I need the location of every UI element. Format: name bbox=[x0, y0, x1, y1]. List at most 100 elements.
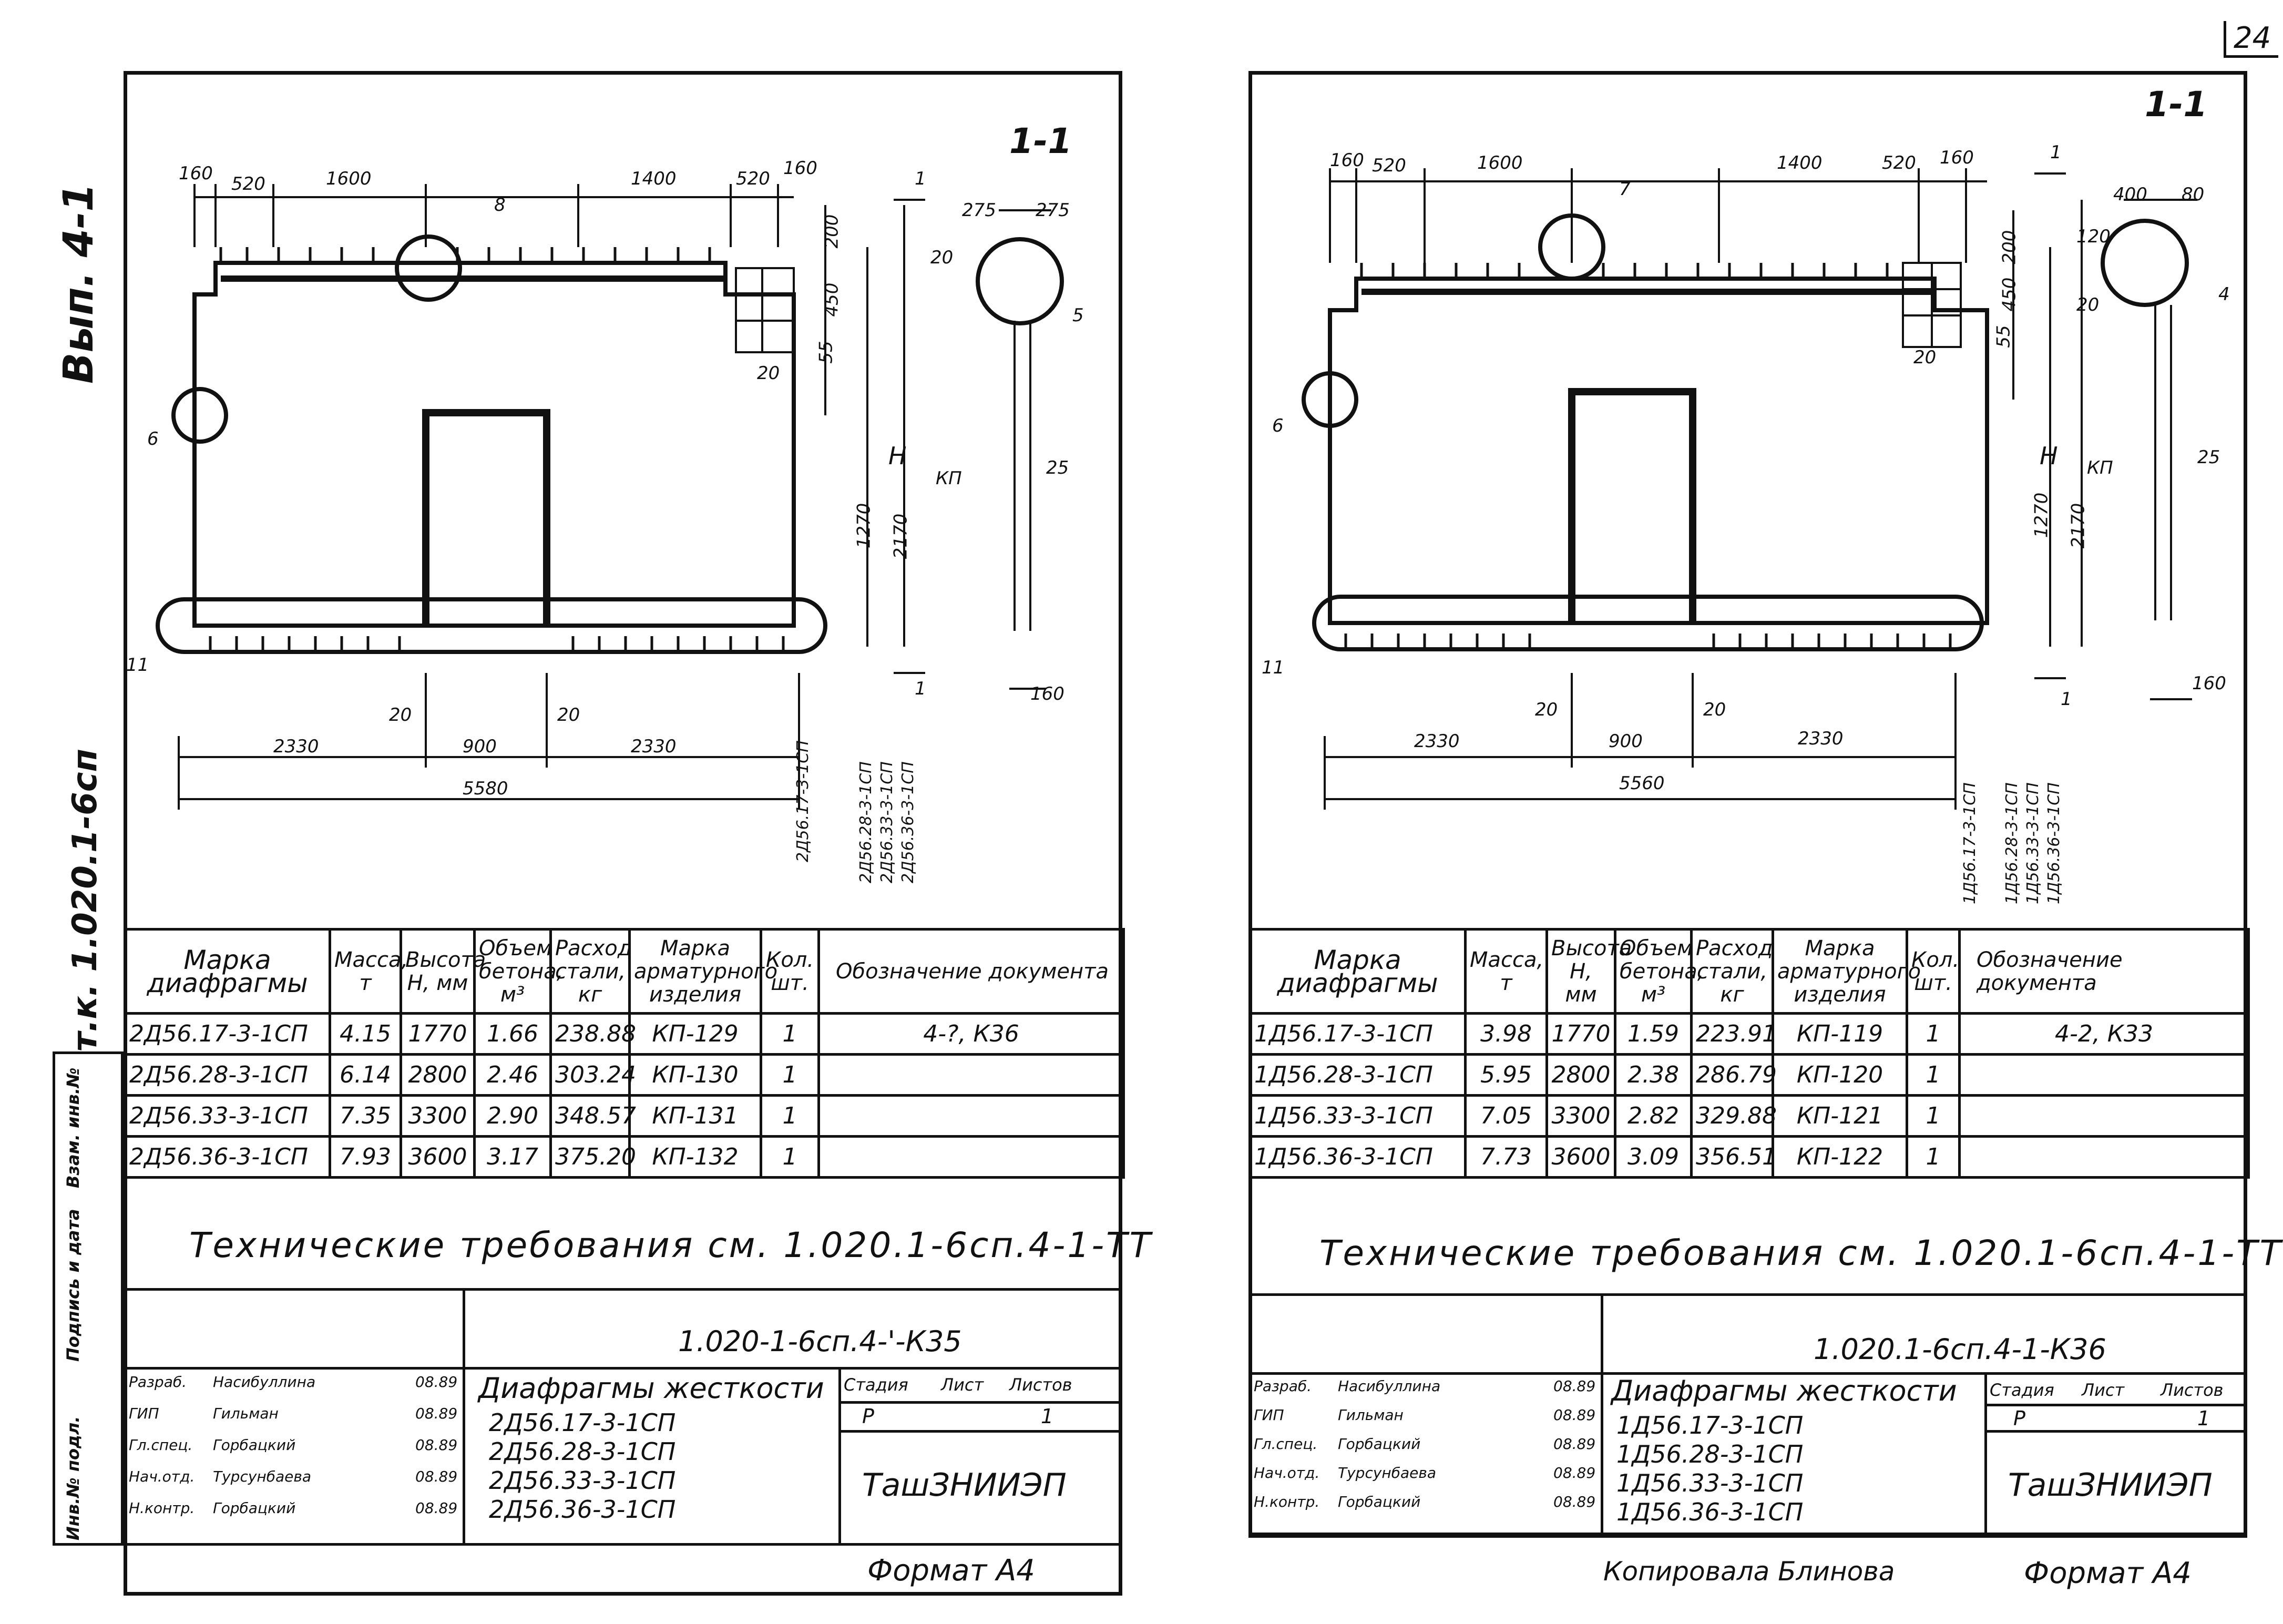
name: Гильман bbox=[213, 1405, 279, 1422]
sheet-left-frame bbox=[124, 71, 1122, 1596]
date: 08.89 bbox=[415, 1373, 458, 1391]
table-cell: 223.91 bbox=[1690, 1012, 1777, 1056]
dim-bottom: 900 bbox=[1609, 731, 1643, 752]
table-cell: 7.93 bbox=[329, 1135, 402, 1179]
table-cell: 356.51 bbox=[1690, 1135, 1777, 1179]
table-cell: 3600 bbox=[1545, 1135, 1616, 1179]
date: 08.89 bbox=[1553, 1464, 1596, 1482]
doc-code: 1.020-1-6сп.4-'-К35 bbox=[678, 1325, 962, 1358]
table-cell: КП-120 bbox=[1772, 1053, 1908, 1097]
table-cell: 2800 bbox=[1545, 1053, 1616, 1097]
role: Разраб. bbox=[129, 1373, 187, 1391]
col-header: Высота Н, мм bbox=[1545, 928, 1632, 1015]
title-mark: 2Д56.33-3-1СП bbox=[489, 1466, 676, 1495]
date: 08.89 bbox=[1553, 1377, 1596, 1395]
side-dim: 400 bbox=[2113, 184, 2147, 205]
side-dim: 160 bbox=[2192, 673, 2226, 694]
page-number: 24 bbox=[2224, 21, 2279, 58]
table-cell: 1Д56.36-3-1СП bbox=[1248, 1135, 1467, 1179]
callout: 1 bbox=[2050, 142, 2062, 163]
doc-code: 1.020.1-6сп.4-1-К36 bbox=[1814, 1333, 2106, 1366]
side-dim: 25 bbox=[1046, 457, 1069, 478]
dim-right: 450 bbox=[1999, 277, 2020, 312]
divider bbox=[838, 1401, 1122, 1404]
title-mark: 1Д56.36-3-1СП bbox=[1616, 1498, 1804, 1526]
role: Разраб. bbox=[1254, 1377, 1312, 1395]
table-cell bbox=[817, 1094, 1125, 1138]
dim-right: 1270 bbox=[2031, 492, 2052, 538]
table-cell: 238.88 bbox=[549, 1012, 636, 1056]
dim-top: 520 bbox=[736, 168, 770, 189]
table-cell bbox=[1958, 1053, 2250, 1097]
table-cell: 5.95 bbox=[1464, 1053, 1548, 1097]
table-cell: 1.59 bbox=[1614, 1012, 1693, 1056]
table-cell: 303.24 bbox=[549, 1053, 636, 1097]
date: 08.89 bbox=[1553, 1493, 1596, 1510]
format-label: Формат А4 bbox=[867, 1554, 1035, 1588]
title-mark: 1Д56.28-3-1СП bbox=[1616, 1440, 1804, 1468]
col-header: Обозначение документа bbox=[1958, 928, 2250, 1015]
name: Турсунбаева bbox=[213, 1468, 312, 1485]
table-cell: КП-121 bbox=[1772, 1094, 1908, 1138]
callout: 4 bbox=[2218, 284, 2230, 305]
role: ГИП bbox=[1254, 1406, 1284, 1424]
table-cell: 3.09 bbox=[1614, 1135, 1693, 1179]
role: ГИП bbox=[129, 1405, 159, 1422]
dim-right: 55 bbox=[1993, 325, 2014, 348]
side-dim: 120 bbox=[2076, 226, 2111, 247]
table-cell: КП-129 bbox=[628, 1012, 762, 1056]
date: 08.89 bbox=[415, 1468, 458, 1485]
organization: ТашЗНИИЭП bbox=[2008, 1467, 2213, 1504]
table-cell: 2Д56.36-3-1СП bbox=[124, 1135, 331, 1179]
dim-top: 520 bbox=[231, 173, 265, 195]
table-cell: 4-?, К36 bbox=[817, 1012, 1125, 1056]
side-dim: 160 bbox=[1030, 683, 1064, 704]
col-header: Объем бетона, м³ bbox=[473, 928, 563, 1015]
copied-by: Копировала Блинова bbox=[1603, 1556, 1895, 1587]
table-cell: КП-131 bbox=[628, 1094, 762, 1138]
dim-top: 1600 bbox=[1477, 152, 1523, 173]
table-cell: 1 bbox=[1906, 1053, 1961, 1097]
callout: 6 bbox=[147, 428, 159, 450]
table-cell: 375.20 bbox=[549, 1135, 636, 1179]
col-header: Марка арматурного изделия bbox=[628, 928, 777, 1015]
spec-table-right: Марка диафрагмы Масса, т Высота Н, мм Об… bbox=[1248, 928, 2250, 1179]
dim-top: 160 bbox=[179, 163, 213, 184]
side-dim: 275 bbox=[962, 200, 996, 221]
dim-right: 20 bbox=[757, 363, 780, 384]
col-header: Масса, т bbox=[329, 928, 408, 1015]
dim-top: 520 bbox=[1882, 152, 1916, 173]
callout: 5 bbox=[1072, 305, 1084, 326]
table-cell: 4-2, К33 bbox=[1958, 1012, 2250, 1056]
table-cell bbox=[1958, 1135, 2250, 1179]
table-cell: 2800 bbox=[400, 1053, 476, 1097]
stage-header: Лист bbox=[941, 1375, 984, 1395]
table-cell: 2Д56.33-3-1СП bbox=[124, 1094, 331, 1138]
name: Насибуллина bbox=[213, 1373, 316, 1391]
dim-bottom: 5560 bbox=[1619, 773, 1665, 794]
col-header: Марка диафрагмы bbox=[1248, 928, 1467, 1015]
stage-value: Р bbox=[2013, 1407, 2025, 1430]
name: Горбацкий bbox=[213, 1436, 296, 1454]
sheet-title: Диафрагмы жесткости bbox=[1611, 1374, 1957, 1407]
table-cell: 3.98 bbox=[1464, 1012, 1548, 1056]
table-cell: 1 bbox=[760, 1053, 820, 1097]
side-dim: 20 bbox=[2076, 294, 2100, 315]
table-cell: 1Д56.17-3-1СП bbox=[1248, 1012, 1467, 1056]
dim-bottom: 20 bbox=[1703, 699, 1726, 720]
stage-header: Лист bbox=[2082, 1380, 2125, 1400]
margin-stamp bbox=[53, 1051, 124, 1546]
stage-header: Стадия bbox=[1990, 1380, 2054, 1400]
dim-top: 160 bbox=[1330, 150, 1364, 171]
format-label: Формат А4 bbox=[2024, 1556, 2192, 1590]
divider bbox=[838, 1430, 1122, 1433]
table-cell: 329.88 bbox=[1690, 1094, 1777, 1138]
table-cell: 1.66 bbox=[473, 1012, 552, 1056]
role: Гл.спец. bbox=[129, 1436, 193, 1454]
table-cell: 2Д56.28-3-1СП bbox=[124, 1053, 331, 1097]
dim-right: H bbox=[2040, 442, 2058, 470]
callout: 1 bbox=[915, 168, 926, 189]
spec-table-left: Марка диафрагмы Масса, т Высота Н, мм Об… bbox=[124, 928, 1125, 1179]
stage-value: 1 bbox=[1041, 1405, 1054, 1428]
stage-value: Р bbox=[862, 1405, 874, 1428]
